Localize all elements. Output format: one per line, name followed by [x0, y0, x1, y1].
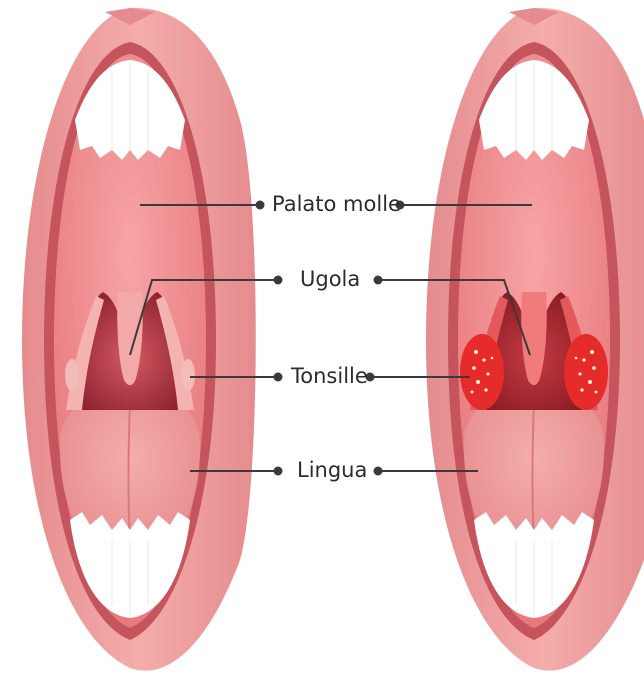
label-uvula: Ugola	[300, 267, 360, 291]
healthy-mouth	[22, 8, 256, 671]
label-tongue: Lingua	[297, 458, 367, 482]
inflamed-mouth	[426, 8, 644, 671]
inflamed-tonsil-left	[460, 334, 504, 410]
label-soft-palate: Palato molle	[272, 192, 401, 216]
healthy-tonsil-right	[181, 359, 195, 391]
label-tonsils: Tonsille	[291, 364, 368, 388]
inflamed-tonsil-right	[564, 334, 608, 410]
healthy-tonsil-left	[65, 359, 79, 391]
